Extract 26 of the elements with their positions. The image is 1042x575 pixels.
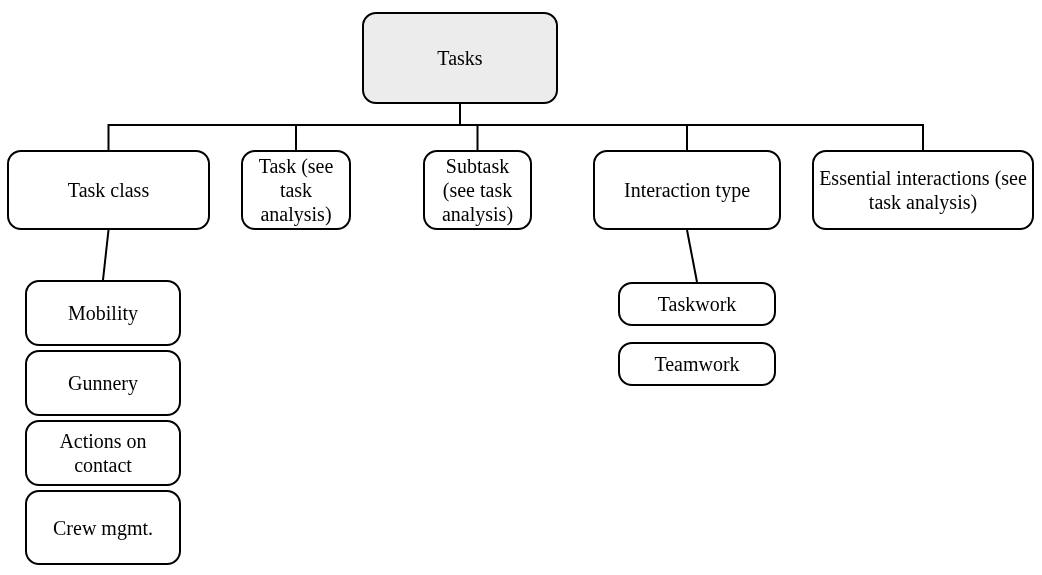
category-box [812,150,1034,230]
box-label: Actions on contact [58,429,148,477]
connector-line [102,229,110,281]
box-label: Tasks [437,46,483,70]
category-box [25,280,181,346]
category-box [593,150,781,230]
box-label: Task class [67,178,150,202]
box-label: Essential interactions (see task analysis) [818,166,1028,214]
category-box [618,282,776,326]
category-box [241,150,351,230]
box-label: Task (see task analysis) [257,154,335,226]
box-label: Teamwork [654,352,740,376]
category-box [25,350,181,416]
category-box [25,420,181,486]
box-label: Crew mgmt. [53,515,153,540]
connector-line [686,229,698,283]
box-label: Subtask (see task analysis) [440,154,515,226]
box-label: Gunnery [68,371,138,395]
category-box [25,490,181,565]
box-label: Interaction type [623,178,751,202]
category-box [618,342,776,386]
category-box [423,150,532,230]
root-box [362,12,558,104]
category-box [7,150,210,230]
box-label: Taskwork [657,292,737,316]
box-label: Mobility [68,301,138,325]
